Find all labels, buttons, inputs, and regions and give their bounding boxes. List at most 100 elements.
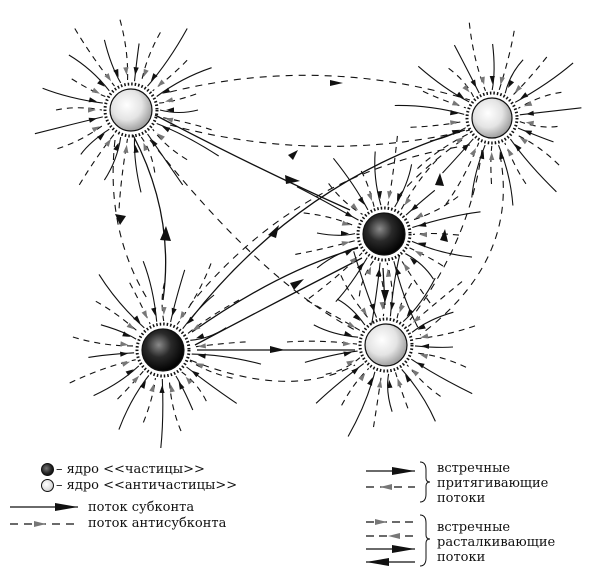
radial-arrowhead — [88, 107, 96, 113]
connection-arrowheads — [115, 80, 448, 353]
radial-flow-line — [168, 378, 182, 432]
radial-flow-line — [159, 109, 199, 114]
radial-arrowhead — [125, 369, 134, 376]
radial-arrowhead — [133, 67, 139, 76]
radial-flow-line — [401, 369, 436, 422]
radial-flow-line — [142, 377, 156, 423]
radial-arrowhead — [143, 68, 149, 78]
radial-arrowhead — [139, 380, 146, 389]
radial-flow-line — [510, 56, 548, 98]
radial-arrowhead — [462, 143, 470, 151]
radial-arrowhead — [403, 263, 411, 272]
flow-tl-bl-dash — [112, 139, 149, 301]
radial-flow-line — [394, 164, 413, 208]
radial-arrowhead — [507, 148, 514, 157]
radial-flow-line — [34, 116, 103, 135]
radial-flow-line — [152, 128, 188, 161]
radial-arrowhead — [121, 361, 130, 367]
radial-arrowhead — [417, 242, 427, 248]
radial-flow-line — [308, 252, 363, 299]
radial-flow-line — [519, 107, 582, 116]
radial-arrowhead — [499, 151, 505, 160]
legend-subcont-flow: поток субконта — [88, 500, 195, 515]
radial-flows — [34, 19, 582, 449]
radial-arrowhead — [365, 266, 372, 275]
radial-flow-line — [417, 133, 470, 169]
flow-bl-center-a — [191, 247, 359, 333]
flow-tl-center — [154, 114, 351, 211]
radial-flow-line — [517, 127, 554, 143]
flow-tr-center — [394, 139, 463, 201]
radial-arrowhead — [123, 144, 129, 153]
radial-arrowhead — [514, 85, 522, 93]
radial-arrowhead — [451, 100, 461, 106]
radial-arrowhead — [415, 212, 424, 219]
radial-arrowhead — [376, 191, 382, 200]
radial-flow-line — [316, 246, 359, 269]
antiparticle-nucleus-bottom-right — [364, 323, 408, 367]
radial-flow-line — [518, 91, 562, 109]
radial-arrowhead — [165, 117, 174, 123]
particle-nucleus-bottom-left — [141, 328, 185, 372]
radial-flow-line — [411, 311, 454, 333]
radial-arrowhead — [406, 308, 414, 317]
radial-flow-line — [374, 151, 382, 206]
radial-flow-line — [387, 373, 393, 412]
radial-flow-line — [328, 183, 363, 215]
particle-nucleus-key — [41, 463, 54, 476]
radial-flow-line — [176, 263, 212, 325]
radial-flow-line — [325, 357, 361, 375]
radial-arrowhead — [157, 79, 165, 87]
radial-flow-line — [181, 371, 207, 402]
flow-bl-tr — [189, 129, 466, 321]
radial-flow-line — [159, 93, 197, 104]
flow-tr-bl — [189, 144, 471, 306]
radial-arrowhead — [104, 138, 112, 147]
radial-flow-line — [394, 372, 409, 409]
radial-arrowhead — [91, 87, 100, 94]
radial-arrowhead — [387, 191, 393, 200]
radial-flow-line — [410, 358, 473, 395]
legend-repelling-line-2: расталкивающие — [437, 535, 556, 550]
radial-flow-line — [387, 135, 398, 206]
radial-flow-line — [147, 28, 188, 87]
radial-arrowhead — [341, 241, 350, 247]
radial-arrowhead — [369, 303, 375, 312]
flow-tr-br-b — [419, 154, 504, 336]
radial-arrowhead — [345, 211, 354, 218]
radial-flow-line — [519, 121, 558, 128]
radial-arrowhead — [514, 143, 522, 152]
radial-arrowhead — [104, 73, 112, 82]
radial-flow-line — [186, 366, 238, 404]
radial-arrowhead — [416, 362, 425, 369]
radial-arrowhead — [379, 301, 385, 311]
radial-flow-line — [402, 277, 436, 323]
antiparticle-nucleus-key — [41, 479, 54, 492]
radial-flow-line — [133, 43, 140, 82]
radial-flow-line — [405, 189, 436, 216]
radial-flow-line — [413, 352, 467, 368]
radial-arrowhead — [143, 142, 149, 152]
radial-arrowhead — [185, 376, 193, 385]
radial-flow-line — [491, 43, 495, 91]
radial-flow-line — [417, 65, 470, 103]
nucleus-fringe — [356, 206, 412, 262]
radial-flow-line — [68, 54, 110, 92]
radial-flow-line — [57, 123, 106, 150]
radial-flow-line — [341, 367, 370, 406]
radial-flow-line — [103, 137, 122, 181]
legend-antisubcont-flow: поток антисубконта — [88, 516, 227, 531]
radial-flow-line — [490, 145, 493, 185]
radial-arrowhead — [133, 144, 139, 153]
radial-flow-line — [372, 373, 383, 428]
radial-arrowhead — [180, 311, 187, 320]
nucleus-fringe — [135, 322, 191, 378]
nucleus-fringe — [358, 317, 414, 373]
radial-arrowhead — [523, 130, 533, 136]
radial-arrowhead — [171, 307, 177, 317]
radial-arrowhead — [192, 324, 201, 331]
radial-flow-line — [100, 324, 137, 340]
radial-arrowhead — [346, 360, 355, 367]
antiparticle-nucleus-top-right — [471, 97, 513, 139]
radial-arrowhead — [150, 138, 158, 147]
